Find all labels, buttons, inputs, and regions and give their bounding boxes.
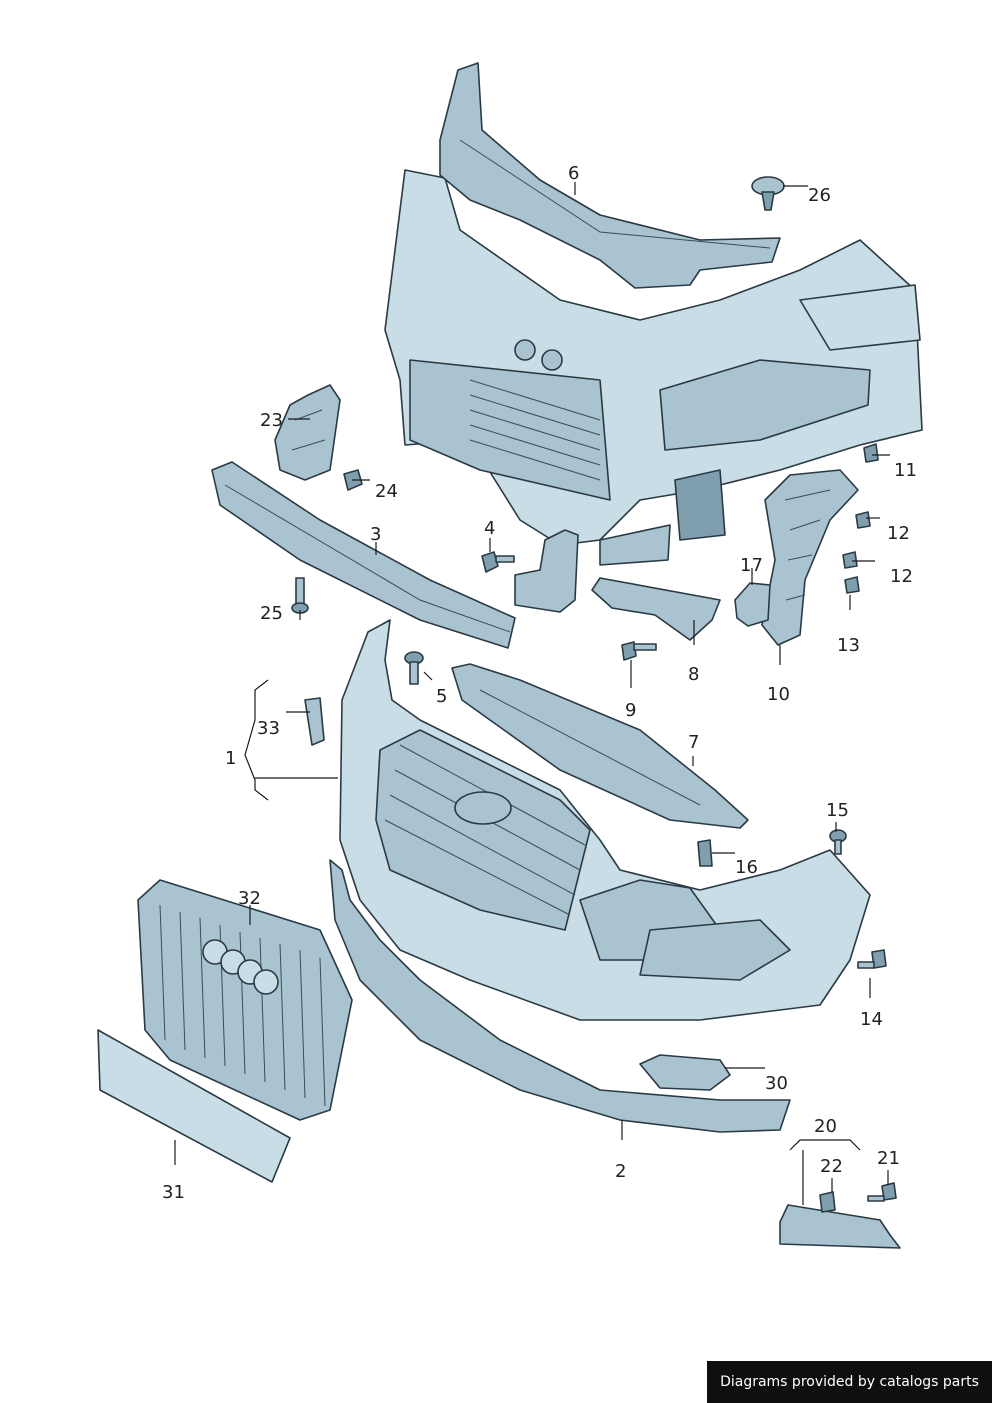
footer-credit: Diagrams provided by catalogs parts	[707, 1361, 992, 1403]
callout-15: 15	[826, 800, 849, 821]
part-22-clip	[819, 1191, 836, 1213]
part-6-lock-carrier-trim	[439, 62, 781, 289]
part-14-screw	[857, 949, 887, 969]
part-23-bracket	[274, 384, 341, 481]
callout-4: 4	[484, 518, 495, 539]
callout-25: 25	[260, 603, 283, 624]
part-12-screw-lower	[842, 551, 858, 569]
callout-8: 8	[688, 664, 699, 685]
part-9-screw	[621, 641, 657, 661]
part-25-bolt	[291, 577, 309, 614]
part-20-bracket-assembly	[779, 1204, 901, 1249]
callout-5: 5	[436, 686, 447, 707]
part-5-screw	[404, 651, 424, 685]
part-32-grille	[137, 879, 353, 1121]
part-11-screw	[863, 443, 879, 463]
part-3-absorber-bar	[211, 461, 516, 649]
part-26-clip	[751, 176, 785, 211]
front-end-carrier	[384, 169, 923, 566]
callout-11: 11	[894, 460, 917, 481]
callout-24: 24	[375, 481, 398, 502]
callout-23: 23	[260, 410, 283, 431]
callout-1: 1	[225, 748, 236, 769]
callout-22: 22	[820, 1156, 843, 1177]
part-33-cover	[304, 697, 325, 746]
part-12-screw-upper	[855, 511, 871, 529]
callout-3: 3	[370, 524, 381, 545]
callout-7: 7	[688, 732, 699, 753]
bumper-bracket-left	[514, 529, 579, 613]
callout-32: 32	[238, 888, 261, 909]
callout-17: 17	[740, 555, 763, 576]
callout-12-upper: 12	[887, 523, 910, 544]
callout-9: 9	[625, 700, 636, 721]
callout-6: 6	[568, 163, 579, 184]
part-7-absorber	[451, 663, 749, 829]
leader-lines	[174, 182, 890, 1205]
callout-26: 26	[808, 185, 831, 206]
callout-12-lower: 12	[890, 566, 913, 587]
part-31-plate-base	[97, 1029, 291, 1183]
callout-2: 2	[615, 1161, 626, 1182]
part-4-bolt	[481, 551, 515, 573]
part-8-guide	[591, 577, 721, 641]
callout-20: 20	[814, 1116, 837, 1137]
part-2-spoiler	[329, 859, 791, 1133]
part-16-clip	[697, 839, 713, 867]
part-21-screw	[867, 1182, 897, 1202]
callout-10: 10	[767, 684, 790, 705]
callout-14: 14	[860, 1009, 883, 1030]
callout-31: 31	[162, 1182, 185, 1203]
callout-16: 16	[735, 857, 758, 878]
callout-13: 13	[837, 635, 860, 656]
callout-30: 30	[765, 1073, 788, 1094]
part-17-bracket	[734, 582, 771, 627]
part-1-bumper-cover	[339, 619, 871, 1021]
callout-21: 21	[877, 1148, 900, 1169]
part-30-trim	[639, 1054, 731, 1091]
part-13-screw	[844, 576, 860, 594]
part-15-screw	[829, 829, 847, 855]
callout-33: 33	[257, 718, 280, 739]
callout-labels: 6 26 23 24 3 4 25 5 8 9 10 7 11 12 12 13…	[162, 163, 917, 1203]
